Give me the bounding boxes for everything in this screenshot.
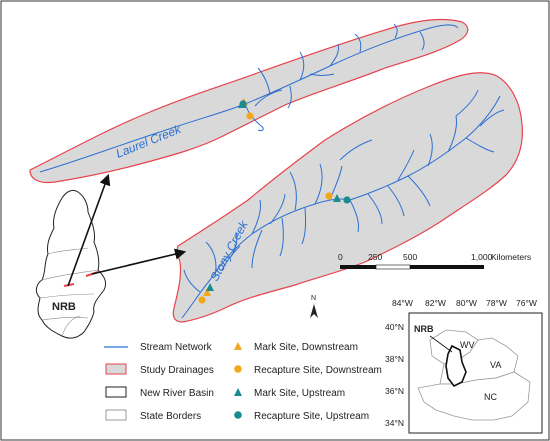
legend-recap-up-swatch: [234, 411, 242, 419]
recapture-downstream-marker: [246, 112, 254, 120]
laurel-creek-streams: [39, 23, 459, 173]
mark-upstream-marker: [206, 283, 214, 291]
legend-mark-up-swatch: [234, 388, 242, 396]
lat-label-36: 36°N: [385, 386, 404, 396]
stony-creek-streams: [181, 89, 505, 319]
laurel-creek-sites: [238, 98, 254, 120]
inset-state-va: VA: [490, 360, 501, 370]
inset-map: 84°W 82°W 80°W 78°W 76°W 40°N 38°N 36°N …: [385, 298, 543, 434]
recapture-upstream-marker: [239, 100, 247, 108]
scale-tick-0: 0: [338, 252, 343, 262]
lat-label-38: 38°N: [385, 354, 404, 364]
legend-mark-downstream: Mark Site, Downstream: [254, 342, 358, 353]
recapture-upstream-marker: [343, 196, 351, 204]
recapture-downstream-marker: [325, 192, 333, 200]
scale-tick-500: 500: [403, 252, 417, 262]
scale-tick-1000: 1,000: [471, 252, 493, 262]
legend-mark-down-swatch: [234, 342, 242, 350]
basin-internal-lines: [39, 247, 99, 337]
lon-label-78: 78°W: [486, 298, 507, 308]
lon-label-84: 84°W: [392, 298, 413, 308]
mark-upstream-marker: [333, 194, 341, 202]
legend-drainage-swatch: [105, 363, 127, 375]
legend: Stream Network Study Drainages New River…: [104, 342, 382, 422]
inset-state-nc: NC: [484, 392, 497, 402]
arrow-to-laurel-creek: [67, 173, 111, 287]
nrb-label: NRB: [52, 301, 76, 313]
recapture-downstream-marker: [198, 296, 206, 304]
legend-stream-network: Stream Network: [140, 342, 213, 353]
legend-recapture-downstream: Recapture Site, Downstream: [254, 365, 382, 376]
legend-state-borders: State Borders: [140, 411, 201, 422]
legend-recapture-upstream: Recapture Site, Upstream: [254, 411, 369, 422]
lon-label-80: 80°W: [456, 298, 477, 308]
inset-state-wv: WV: [460, 340, 475, 350]
scale-bar: 0 250 500 1,000 Kilometers: [338, 252, 531, 270]
lat-label-34: 34°N: [385, 418, 404, 428]
lon-label-82: 82°W: [425, 298, 446, 308]
lon-label-76: 76°W: [516, 298, 537, 308]
inset-nrb-leader: [429, 335, 453, 353]
scale-tick-250: 250: [368, 252, 382, 262]
arrow-to-stony-creek: [91, 248, 187, 275]
lat-label-40: 40°N: [385, 322, 404, 332]
inset-nrb-outline: [445, 344, 467, 388]
legend-basin-swatch: [105, 386, 127, 398]
legend-state-swatch: [105, 409, 127, 421]
stony-creek-lower-sites: [198, 283, 214, 304]
legend-mark-upstream: Mark Site, Upstream: [254, 388, 345, 399]
stony-creek-upper-sites: [325, 192, 351, 204]
laurel-creek-drainage: [29, 19, 469, 184]
inset-nrb-label: NRB: [414, 324, 434, 334]
legend-recap-down-swatch: [234, 365, 242, 373]
legend-new-river-basin: New River Basin: [140, 388, 214, 399]
legend-study-drainages: Study Drainages: [140, 365, 214, 376]
mark-downstream-marker: [203, 288, 211, 296]
scale-unit: Kilometers: [491, 252, 531, 262]
north-label: N: [311, 295, 316, 302]
north-arrow: N: [310, 295, 318, 318]
